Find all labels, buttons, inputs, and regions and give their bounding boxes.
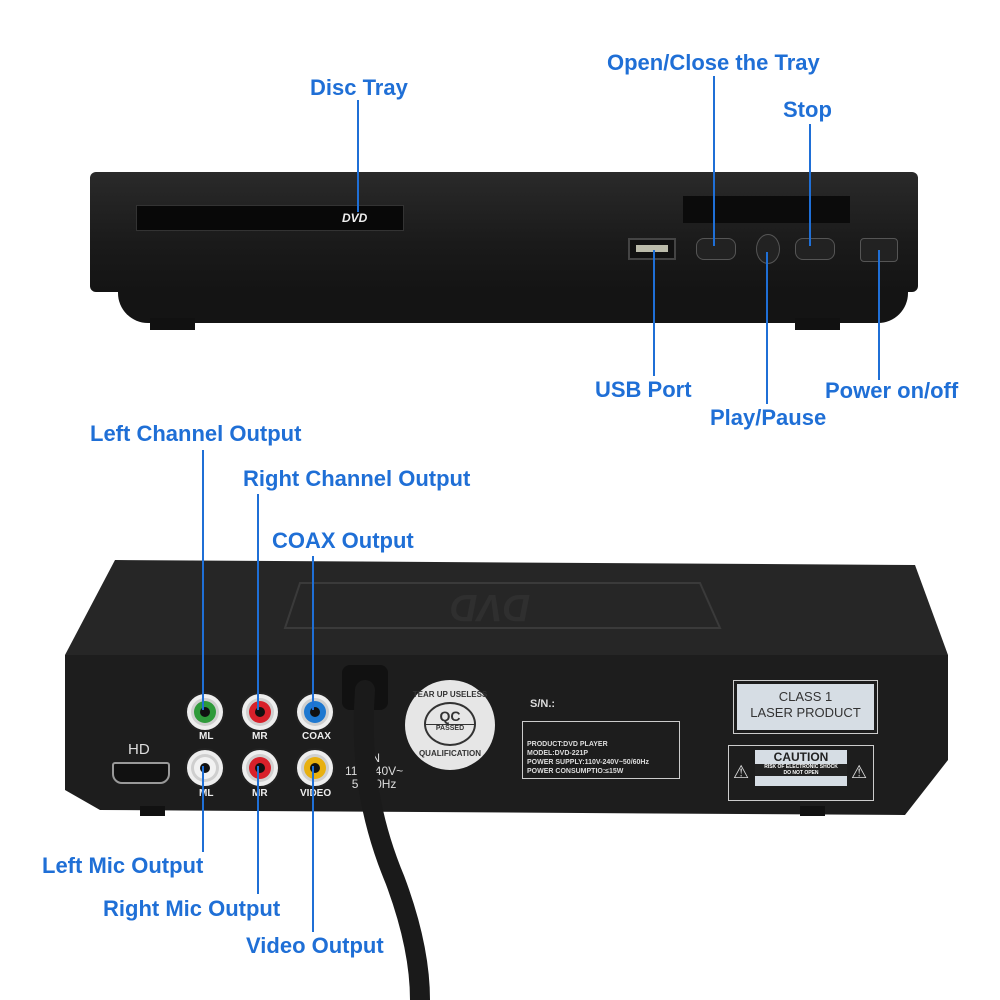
dvd-logo: DVD [342,211,368,225]
caution-label: ⚠ ⚠ CAUTION RISK OF ELECTRONIC SHOCK DO … [728,745,874,801]
callout-line-disc-tray [357,100,359,212]
callout-stop: Stop [783,97,832,122]
usb-port[interactable] [628,238,676,260]
qc-sticker: TEAR UP USELESS QC PASSED QUALIFICATION [405,680,495,770]
callout-line-play-pause [766,252,768,404]
ml-output-jack-top[interactable] [185,692,225,732]
jack-label: MR [252,731,268,742]
jack-label: MR [252,788,268,799]
serial-number-label: S/N.: [530,698,556,710]
open-close-button[interactable] [696,238,736,260]
mr-output-jack-top[interactable] [240,692,280,732]
front-foot-right [795,318,840,330]
jack-label: COAX [302,731,331,742]
front-foot-left [150,318,195,330]
spec-label: PRODUCT:DVD PLAYER MODEL:DVD-221P POWER … [522,721,680,779]
callout-line-power [878,250,880,380]
callout-play-pause: Play/Pause [710,405,827,430]
callout-line-open-close [713,76,715,246]
coax-output-jack[interactable] [295,692,335,732]
warning-exclamation-icon: ⚠ [851,762,868,782]
class1-laser-label: CLASS 1 LASER PRODUCT [733,680,878,734]
spec-line: MODEL:DVD-221P [527,750,589,757]
callout-disc-tray: Disc Tray [310,75,408,100]
callout-line-coax [312,556,314,710]
display-window [683,196,850,223]
jack-label: ML [199,788,214,799]
qc-bottom-text: QUALIFICATION [418,749,482,758]
caution-sub-text: RISK OF ELECTRONIC SHOCK [755,764,847,770]
callout-right-mic: Right Mic Output [103,896,281,921]
callout-left-channel: Left Channel Output [90,421,302,446]
caution-text: CAUTION [773,750,829,764]
callout-line-right-mic [257,766,259,894]
spec-line: POWER SUPPLY:110V-240V~50/60Hz [527,759,649,766]
callout-usb-port: USB Port [595,377,692,402]
mr-output-jack-bottom[interactable] [240,748,280,788]
qc-passed-text: PASSED [426,724,474,732]
jack-label: VIDEO [300,788,332,799]
callout-video: Video Output [246,933,384,958]
hd-label: HD [128,741,150,758]
spec-line: PRODUCT:DVD PLAYER [527,741,608,748]
caution-sub-text: DO NOT OPEN [755,770,847,776]
warning-shock-icon: ⚠ [733,762,750,782]
front-body [90,172,918,292]
class1-text: CLASS 1 [778,689,833,704]
disc-tray-slot[interactable]: DVD [136,205,404,231]
callout-power: Power on/off [825,378,959,403]
callout-line-video [312,766,314,932]
callout-line-left-channel [202,450,204,710]
callout-line-stop [809,124,811,246]
spec-line: POWER CONSUMPTIO:≤15W [527,768,624,775]
qc-top-text: TEAR UP USELESS [412,690,488,699]
callout-line-usb [653,250,655,376]
jack-label: ML [199,731,214,742]
ml-output-jack-bottom[interactable] [185,748,225,788]
callout-coax: COAX Output [272,528,414,553]
laser-product-text: LASER PRODUCT [750,705,861,720]
qc-text: QC [439,708,461,724]
callout-open-close: Open/Close the Tray [607,50,820,75]
hdmi-port[interactable] [112,762,170,784]
play-pause-button[interactable] [756,234,780,264]
callout-line-left-mic [202,766,204,852]
callout-right-channel: Right Channel Output [243,466,471,491]
callout-line-right-channel [257,494,259,710]
video-output-jack[interactable] [295,748,335,788]
stop-button[interactable] [795,238,835,260]
callout-left-mic: Left Mic Output [42,853,204,878]
